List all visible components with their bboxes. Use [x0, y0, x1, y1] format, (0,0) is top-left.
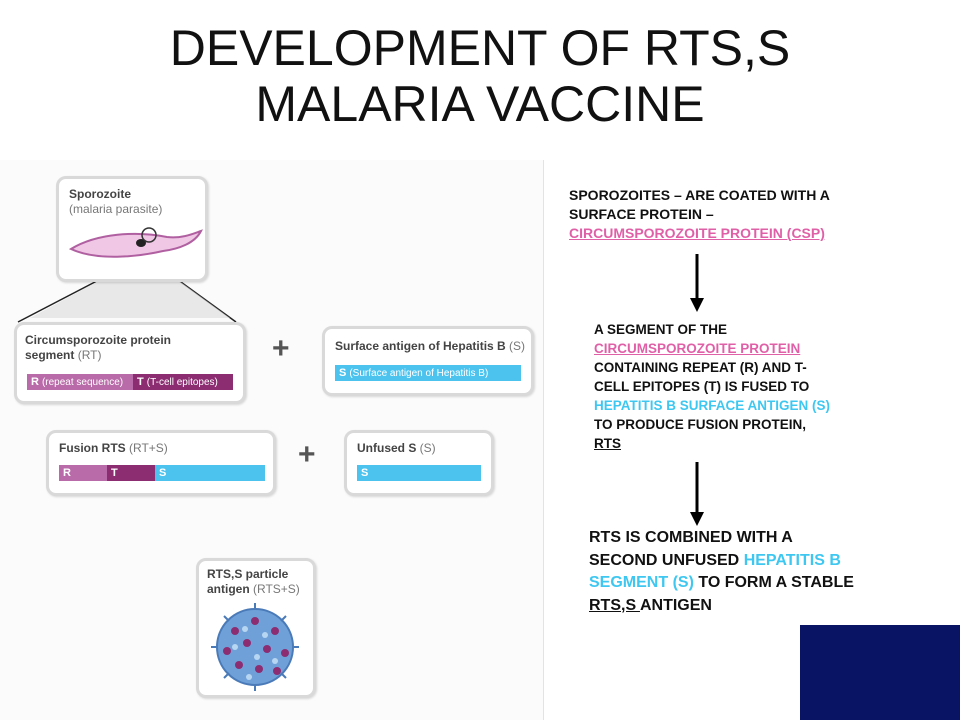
hep-b-label-sub: (S): [505, 339, 526, 353]
fusion-label-sub: (RT+S): [125, 441, 168, 455]
step-3-line-3: SEGMENT (S) TO FORM A STABLE: [589, 572, 854, 595]
unfused-bar: S: [357, 465, 481, 481]
csp-t-letter: T: [137, 376, 144, 388]
fusion-bar: R T S: [59, 465, 265, 481]
rts-s-particle-icon: [211, 603, 299, 691]
step-2-line-4: CELL EPITOPES (T) IS FUSED TO: [594, 379, 810, 394]
hep-b-label-text: Surface antigen of Hepatitis B: [335, 339, 506, 353]
sporozoite-box: Sporozoite (malaria parasite): [56, 176, 208, 282]
step-1-line-1: SPOROZOITES – ARE COATED WITH A: [569, 187, 830, 203]
step-2-line-2: CIRCUMSPOROZOITE PROTEIN: [594, 341, 801, 356]
title-line-1: DEVELOPMENT OF RTS,S: [169, 20, 791, 76]
step-2-text: A SEGMENT OF THE CIRCUMSPOROZOITE PROTEI…: [594, 320, 830, 453]
fusion-t-letter: T: [111, 467, 118, 479]
hep-b-s-segment: S(Surface antigen of Hepatitis B): [335, 365, 521, 381]
step-3-text: RTS IS COMBINED WITH A SECOND UNFUSED HE…: [589, 527, 854, 617]
fusion-s-letter: S: [159, 467, 167, 479]
arrow-down-icon: [690, 254, 704, 312]
hep-b-label: Surface antigen of Hepatitis B (S): [335, 339, 525, 354]
plus-sign-2: +: [298, 438, 316, 471]
csp-label-1: Circumsporozoite protein: [25, 333, 172, 347]
csp-bar: R(repeat sequence) T(T-cell epitopes): [27, 374, 233, 390]
sporozoite-label: Sporozoite: [69, 187, 131, 201]
hep-b-s-letter: S: [339, 367, 347, 379]
particle-box: RTS,S particle antigen (RTS+S): [196, 558, 316, 698]
sporozoite-sub: (malaria parasite): [69, 202, 163, 216]
hep-b-bar: S(Surface antigen of Hepatitis B): [335, 365, 521, 381]
fusion-r-letter: R: [63, 467, 71, 479]
particle-label-2-text: antigen: [207, 582, 250, 596]
csp-label-2a: segment: [25, 348, 75, 362]
hep-b-s-text: (Surface antigen of Hepatitis B): [349, 367, 489, 379]
unfused-label: Unfused S (S): [357, 441, 436, 456]
step-1-line-3: CIRCUMSPOROZOITE PROTEIN (CSP): [569, 225, 825, 241]
unfused-label-text: Unfused S: [357, 441, 417, 455]
step-2-line-6: TO PRODUCE FUSION PROTEIN,: [594, 417, 807, 432]
fusion-label-text: Fusion RTS: [59, 441, 126, 455]
fusion-t-segment: T: [107, 465, 155, 481]
fusion-rts-box: Fusion RTS (RT+S) R T S: [46, 430, 276, 496]
sporozoite-icon: [68, 227, 203, 258]
step-2-line-1: A SEGMENT OF THE: [594, 322, 728, 337]
step-3-line-3a: SEGMENT (S): [589, 574, 694, 591]
step-2-line-7: RTS: [594, 436, 621, 451]
csp-label-2b: (RT): [74, 348, 102, 362]
unfused-s-box: Unfused S (S) S: [344, 430, 494, 496]
step-3-line-2a: SECOND UNFUSED: [589, 551, 744, 569]
csp-r-text: (repeat sequence): [41, 376, 124, 388]
decorative-navy-block: [800, 625, 960, 720]
csp-label-2: segment (RT): [25, 348, 101, 363]
csp-r-letter: R: [31, 376, 39, 388]
step-3-line-4b: ANTIGEN: [639, 596, 712, 614]
csp-r-segment: R(repeat sequence): [27, 374, 133, 390]
step-3-line-4a: RTS,S: [589, 596, 640, 614]
fusion-r-segment: R: [59, 465, 107, 481]
step-3-line-2b: HEPATITIS B: [743, 551, 841, 569]
csp-segment-box: Circumsporozoite protein segment (RT) R(…: [14, 322, 246, 404]
csp-t-text: (T-cell epitopes): [146, 376, 218, 388]
hep-b-box: Surface antigen of Hepatitis B (S) S(Sur…: [322, 326, 534, 396]
step-3-line-2: SECOND UNFUSED HEPATITIS B: [589, 550, 854, 573]
arrow-down-icon: [690, 462, 704, 526]
slide-title: DEVELOPMENT OF RTS,S MALARIA VACCINE: [0, 20, 960, 132]
unfused-s-segment: S: [357, 465, 481, 481]
diagram-panel: Sporozoite (malaria parasite) Circumspor…: [0, 160, 544, 720]
step-2-line-3: CONTAINING REPEAT (R) AND T-: [594, 360, 807, 375]
fusion-label: Fusion RTS (RT+S): [59, 441, 168, 456]
step-2-line-5: HEPATITIS B SURFACE ANTIGEN (S): [594, 398, 831, 413]
step-3-line-4: RTS,S ANTIGEN: [589, 595, 854, 618]
unfused-label-sub: (S): [416, 441, 436, 455]
title-line-2: MALARIA VACCINE: [255, 76, 705, 132]
particle-label-1: RTS,S particle: [207, 567, 289, 581]
plus-sign-1: +: [272, 332, 290, 365]
unfused-s-letter: S: [361, 467, 369, 479]
step-3-line-3b: TO FORM A STABLE: [693, 574, 854, 591]
csp-t-segment: T(T-cell epitopes): [133, 374, 233, 390]
step-1-text: SPOROZOITES – ARE COATED WITH A SURFACE …: [569, 186, 830, 243]
particle-label-2: antigen (RTS+S): [207, 582, 300, 597]
particle-label-2-sub: (RTS+S): [249, 582, 300, 596]
step-3-line-1: RTS IS COMBINED WITH A: [589, 529, 793, 546]
fusion-s-segment: S: [155, 465, 265, 481]
step-1-line-2: SURFACE PROTEIN –: [569, 206, 714, 222]
